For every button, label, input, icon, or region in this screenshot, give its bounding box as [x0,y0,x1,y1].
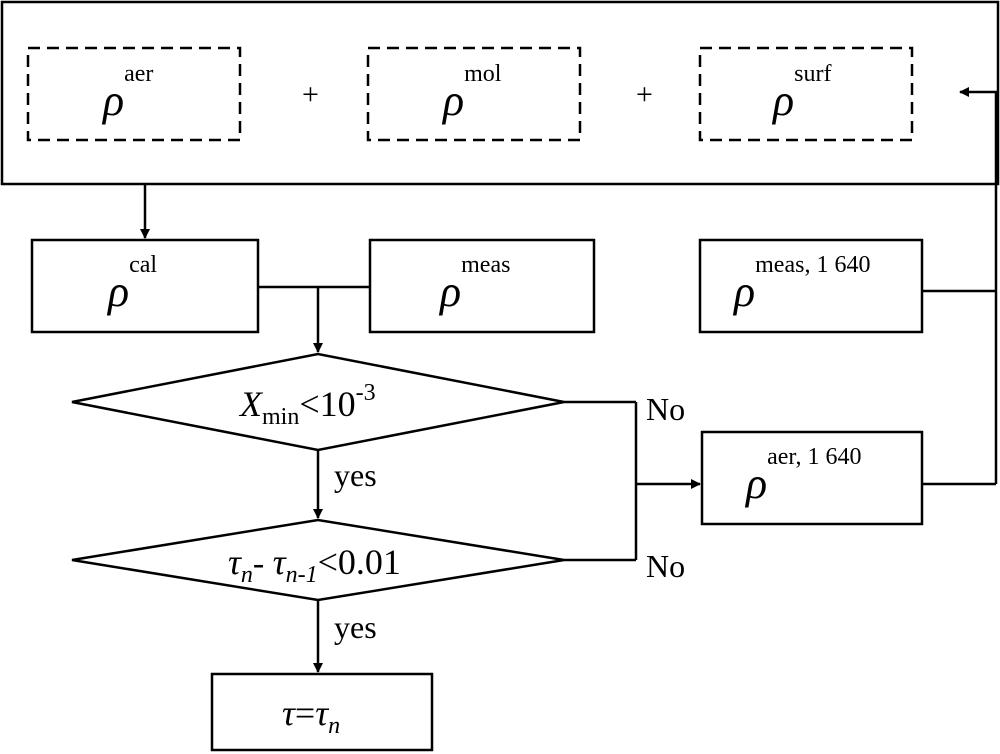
meas-box [368,238,596,334]
feedback-line [959,87,998,484]
decision-tau-label: τn- τn-1<0.01 [228,542,401,588]
rho-mol-label: ρmol [441,61,502,125]
rho-aer-label: ρaer [101,61,153,125]
result-label: τ=τn [282,693,340,739]
result-box [210,672,434,752]
yes-label-1: yes [334,457,377,493]
surf-box [698,46,914,142]
rho-meas-label: ρmeas [438,252,510,316]
yes-label-2: yes [334,609,377,645]
no-label-2: No [646,548,685,584]
aer1640-box [700,430,924,526]
mol-box [366,46,582,142]
cal-box [30,238,260,334]
no-label-1: No [646,391,685,427]
rho-surf-label: ρsurf [771,61,831,125]
aer-box [26,46,242,142]
rho-aer1640-label: ρaer, 1 640 [744,444,861,508]
rho-meas1640-label: ρmeas, 1 640 [732,252,870,316]
plus-sign-2: + [636,78,653,111]
plus-sign-1: + [302,78,319,111]
rho-cal-label: ρcal [106,252,157,316]
decision-xmin-label: Xmin<10-3 [238,380,376,430]
meas1640-box [698,238,924,334]
